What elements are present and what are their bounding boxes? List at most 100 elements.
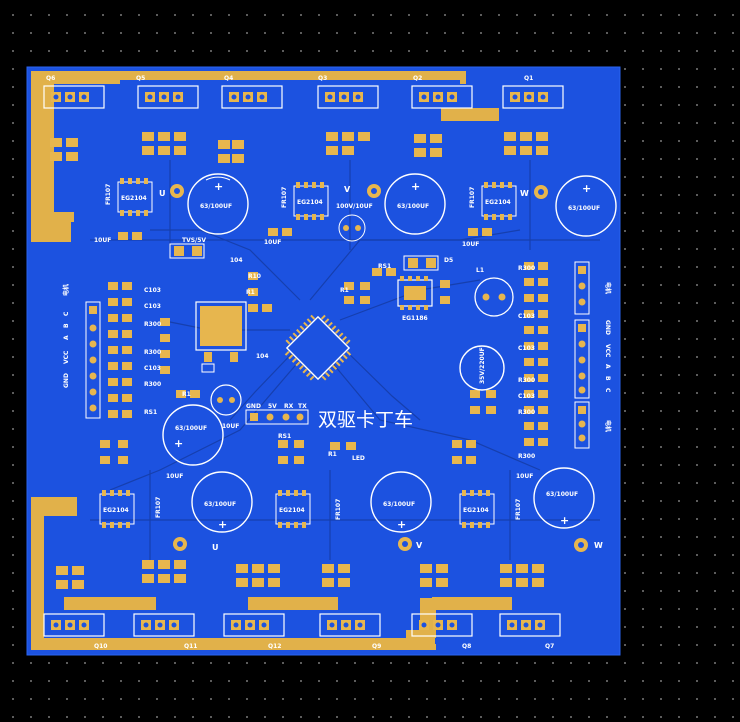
header-right-low: [574, 401, 590, 449]
fr107-label-3: FR107: [469, 187, 476, 208]
fr107-label-6: FR107: [515, 499, 522, 520]
r300-label-2: R300: [144, 349, 161, 356]
mosfet-q9: Q9: [319, 613, 381, 650]
cap-2-label: 63/100UF: [397, 203, 429, 210]
left-c-label: C: [63, 311, 70, 316]
mosfet-q11: Q11: [133, 613, 197, 650]
header-right-mid: [574, 319, 590, 399]
cap-7: 63/100UF +: [533, 467, 595, 529]
left-b-label: B: [63, 323, 70, 328]
copper-pour-bottom-bar-2: [248, 597, 338, 610]
copper-pour-bottom-strip: [31, 638, 435, 650]
cap-8: 35V/220UF: [459, 345, 505, 391]
mosfet-q8: Q8: [411, 613, 473, 650]
cap-1-label: 63/100UF: [200, 203, 232, 210]
mosfet-q1: Q1: [502, 75, 564, 109]
c103-label-2: C103: [144, 303, 161, 310]
right-vcc-label: VCC: [604, 344, 611, 358]
cap-4: 63/100UF +: [162, 404, 224, 466]
eg1186-chip: EG1186: [397, 276, 433, 322]
driver-ic-1-label: EG2104: [121, 195, 147, 202]
mosfet-ref-q11: Q11: [184, 643, 197, 650]
eg1186-label: EG1186: [402, 315, 428, 322]
c103-label-1: C103: [144, 287, 161, 294]
cap-2: 63/100UF +: [384, 173, 446, 235]
header-left: [85, 301, 101, 419]
cap-1-plus: +: [214, 180, 223, 193]
header-right-top: [574, 261, 590, 315]
driver-ic-3: EG2104: [481, 182, 517, 220]
cap-4-label: 63/100UF: [175, 425, 207, 432]
r300-label-3: R300: [144, 381, 161, 388]
diode-tvs: TVS/5V: [169, 237, 206, 259]
driver-ic-6-label: EG2104: [463, 507, 489, 514]
r300-label-4: R300: [518, 265, 535, 272]
driver-ic-4-label: EG2104: [103, 507, 129, 514]
uf10-label-5: 10UF: [516, 473, 533, 480]
r300-label-6: R300: [518, 409, 535, 416]
driver-ic-6: EG2104: [459, 490, 495, 528]
fr107-label-4: FR107: [155, 497, 162, 518]
driver-ic-2-label: EG2104: [297, 199, 323, 206]
smd-pads: [50, 132, 548, 589]
copper-pour-bottom-left: [31, 497, 436, 650]
c104-label-2: 104: [256, 353, 269, 360]
mosfet-q5: Q5: [136, 75, 199, 109]
driver-ic-1: EG2104: [117, 178, 153, 216]
cap-7-plus: +: [560, 514, 569, 527]
header-uart: [245, 409, 309, 425]
left-a-label: A: [63, 335, 70, 340]
mosfet-q2: Q2: [411, 75, 473, 109]
diode-d5: D5: [403, 255, 453, 271]
cap-8-label: 35V/220UF: [479, 347, 486, 384]
mosfet-ref-q10: Q10: [94, 643, 107, 650]
rs1-label-1: RS1: [144, 409, 157, 416]
l1-label: L1: [476, 267, 484, 274]
round-pads: [170, 184, 588, 552]
right-c-label: C: [604, 388, 611, 393]
c103-label-3: C103: [144, 365, 161, 372]
uart-rx-label: RX: [284, 403, 294, 410]
right-hall-label-b: 电机: [604, 420, 612, 432]
trace-layer: [90, 160, 600, 560]
c103-label-4: C103: [518, 313, 535, 320]
led-label: LED: [352, 455, 365, 462]
driver-ic-5: EG2104: [275, 490, 311, 528]
board-outline: [26, 66, 621, 656]
r300-label-1: R300: [144, 321, 161, 328]
right-a-label: A: [604, 364, 611, 369]
cap-6-label: 63/100UF: [383, 501, 415, 508]
mosfet-ref-q5: Q5: [136, 75, 145, 82]
phase-w-bottom: W: [594, 541, 603, 550]
driver-ic-4: EG2104: [99, 490, 135, 528]
driver-ic-5-label: EG2104: [279, 507, 305, 514]
mcu-chip: [284, 314, 352, 381]
right-hall-label-a: 电机: [604, 282, 612, 294]
phase-v-top: V: [344, 185, 351, 194]
left-hall-label: 电机: [62, 284, 70, 296]
top-mosfets: Q6 Q5 Q4 Q3 Q2: [43, 75, 564, 109]
d5-label: D5: [444, 257, 453, 264]
board-title: 双驱卡丁车: [318, 409, 413, 431]
copper-pour-top-connector: [31, 212, 71, 242]
mosfet-ref-q2: Q2: [413, 75, 422, 82]
tvs-label: TVS/5V: [182, 237, 206, 244]
v100-label: 100V/10UF: [336, 203, 373, 210]
driver-ics: EG2104 EG2104 EG2104 EG2104 EG2104: [99, 178, 517, 528]
copper-pour-top-right: [441, 108, 499, 121]
copper-pour-bottom-bar-3: [432, 597, 512, 610]
electrolytic-caps: 63/100UF + 63/100UF + 63/100UF + 63/100U…: [162, 173, 617, 533]
fr107-label-2: FR107: [281, 187, 288, 208]
silk-labels: FR107 FR107 FR107 FR107 FR107 FR107 100V…: [62, 184, 612, 520]
mosfet-ref-q1: Q1: [524, 75, 533, 82]
mosfet-ref-q7: Q7: [545, 643, 554, 650]
c103-label-6: C103: [518, 393, 535, 400]
cap-5-plus: +: [218, 518, 227, 531]
copper-pour-bottom-bar-1: [64, 597, 156, 610]
cap-1: 63/100UF +: [187, 173, 249, 235]
r1-label-1: R1: [246, 289, 255, 296]
phase-labels: U V W U V W: [159, 185, 603, 552]
cap-3-plus: +: [582, 182, 591, 195]
uf10-label-6: 10UF: [222, 423, 239, 430]
